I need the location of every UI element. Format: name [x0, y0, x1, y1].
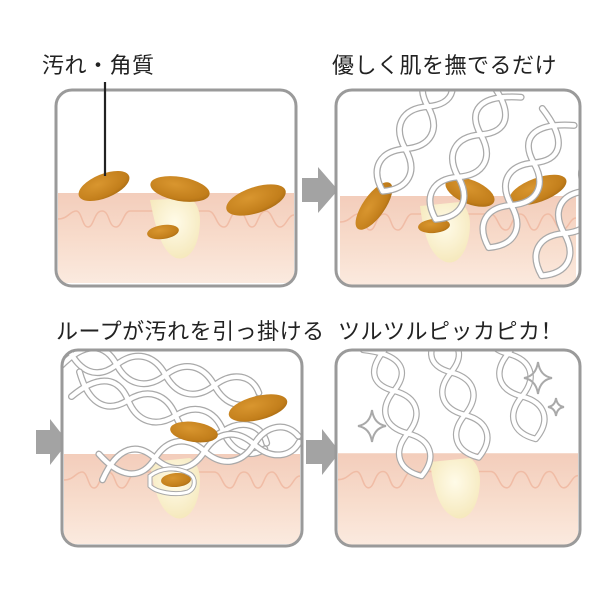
- caption-smooth-shiny: ツルツルピッカピカ！: [338, 320, 564, 345]
- panel-border: [334, 348, 582, 548]
- dirt-particle: [161, 472, 191, 488]
- dirt-particle: [418, 218, 450, 234]
- arrow-right-icon: [306, 429, 340, 475]
- panel-border: [54, 88, 298, 288]
- sparkle-icon: [357, 409, 387, 443]
- dirt-particle: [170, 421, 218, 443]
- panel-dirt-keratin: [54, 82, 298, 288]
- dirt-particle: [150, 176, 210, 202]
- caption-loop-hooks-dirt: ループが汚れを引っ掛ける: [56, 320, 325, 345]
- dirt-particle: [147, 224, 179, 240]
- caption-dirt-keratin: 汚れ・角質: [42, 54, 155, 79]
- sparkle-icon: [547, 397, 565, 417]
- panel-border: [60, 348, 304, 548]
- dirt-particle: [78, 170, 130, 202]
- panel-smooth-shiny: [334, 348, 582, 548]
- arrow-right-icon: [36, 419, 68, 465]
- sparkle-icon: [523, 361, 553, 395]
- caption-gentle-stroke: 優しく肌を撫でるだけ: [332, 54, 558, 79]
- dirt-particle: [226, 184, 286, 216]
- panel-gentle-stroke: [334, 88, 582, 288]
- panel-border: [334, 88, 582, 288]
- dirt-particle: [228, 394, 288, 422]
- dirt-particle: [445, 177, 495, 207]
- pore: [430, 458, 480, 519]
- arrow-right-icon: [302, 167, 338, 213]
- panel-loop-hooks-dirt: [60, 348, 304, 548]
